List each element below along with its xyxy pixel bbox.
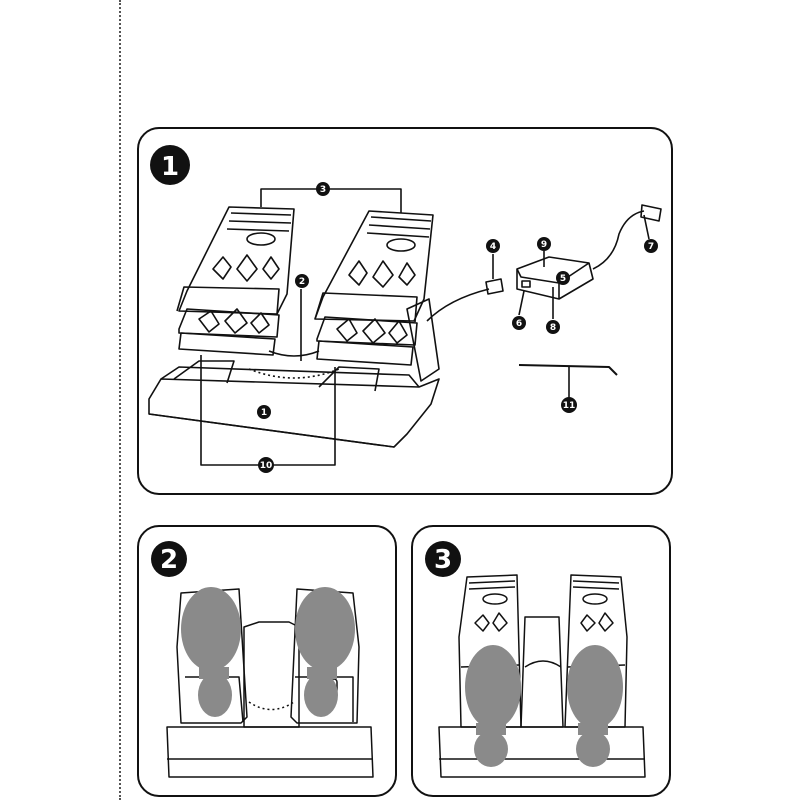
left-rail bbox=[173, 360, 235, 384]
panel-2-number: 2 bbox=[160, 545, 178, 575]
callout-4: 4 bbox=[486, 239, 500, 253]
right-pedal bbox=[314, 210, 434, 366]
center-housing bbox=[520, 616, 564, 728]
panel-1-badge: 1 bbox=[150, 145, 190, 185]
pedal-cable bbox=[426, 288, 490, 322]
pedal-overview-diagram: 1 3 2 1 10 4 9 5 bbox=[148, 145, 662, 473]
callout-line-6 bbox=[518, 290, 525, 316]
panel-1-overview: 1 3 2 1 10 4 9 5 bbox=[137, 127, 673, 495]
page-margin-dotted-line bbox=[119, 0, 121, 800]
callout-3: 3 bbox=[316, 182, 330, 196]
callout-9: 9 bbox=[537, 237, 551, 251]
footprints bbox=[181, 587, 355, 717]
foot-position-heel-diagram: 2 bbox=[151, 541, 374, 778]
foot-position-full-diagram: 3 bbox=[425, 541, 646, 778]
callout-5-label: 5 bbox=[560, 274, 566, 284]
side-support bbox=[406, 298, 440, 382]
callout-line-3 bbox=[260, 188, 402, 213]
connector-4 bbox=[485, 278, 504, 295]
panel-2-heel-position: 2 bbox=[137, 525, 397, 797]
right-rail bbox=[318, 366, 380, 392]
base-plate bbox=[148, 378, 440, 448]
left-footprint bbox=[465, 645, 521, 767]
callout-10: 10 bbox=[258, 457, 274, 473]
center-scale-arc bbox=[248, 368, 340, 379]
callout-2-label: 2 bbox=[299, 277, 305, 287]
callout-9-label: 9 bbox=[541, 240, 547, 250]
callout-11: 11 bbox=[561, 397, 577, 413]
callout-8-label: 8 bbox=[550, 323, 556, 333]
footprints bbox=[465, 645, 623, 767]
usb-cable bbox=[592, 210, 645, 270]
callout-10-label: 10 bbox=[260, 461, 273, 471]
callout-6: 6 bbox=[512, 316, 526, 330]
adapter-top-edge bbox=[516, 262, 590, 284]
left-pedal bbox=[176, 206, 295, 356]
callout-6-label: 6 bbox=[516, 319, 522, 329]
center-spring bbox=[268, 350, 320, 357]
base-front-edge bbox=[148, 413, 395, 448]
callout-1: 1 bbox=[257, 405, 271, 419]
usb-plug bbox=[640, 204, 662, 222]
callout-11-label: 11 bbox=[563, 401, 576, 411]
adapter-box bbox=[516, 256, 594, 300]
callout-3-label: 3 bbox=[320, 185, 326, 195]
adapter-port bbox=[521, 280, 531, 288]
callout-8: 8 bbox=[546, 320, 560, 334]
left-footprint bbox=[181, 587, 241, 717]
panel-3-full-foot-position: 3 bbox=[411, 525, 671, 797]
panel-3-number: 3 bbox=[434, 545, 452, 575]
callout-1-label: 1 bbox=[261, 408, 267, 418]
center-scale-arc bbox=[248, 701, 295, 711]
callout-line-7 bbox=[643, 214, 650, 240]
callout-7: 7 bbox=[644, 239, 658, 253]
callout-7-label: 7 bbox=[648, 242, 654, 252]
callout-5: 5 bbox=[556, 271, 570, 285]
panel-2-badge: 2 bbox=[151, 541, 187, 577]
allen-key bbox=[518, 364, 618, 376]
base-plate bbox=[438, 726, 646, 778]
right-footprint bbox=[295, 587, 355, 717]
base-plate bbox=[166, 726, 374, 778]
base-top-edge bbox=[160, 366, 420, 388]
panel-3-badge: 3 bbox=[425, 541, 461, 577]
center-spring bbox=[524, 660, 562, 668]
right-footprint bbox=[567, 645, 623, 767]
callout-2: 2 bbox=[295, 274, 309, 288]
panel-1-number: 1 bbox=[161, 152, 179, 182]
callout-4-label: 4 bbox=[490, 242, 496, 252]
